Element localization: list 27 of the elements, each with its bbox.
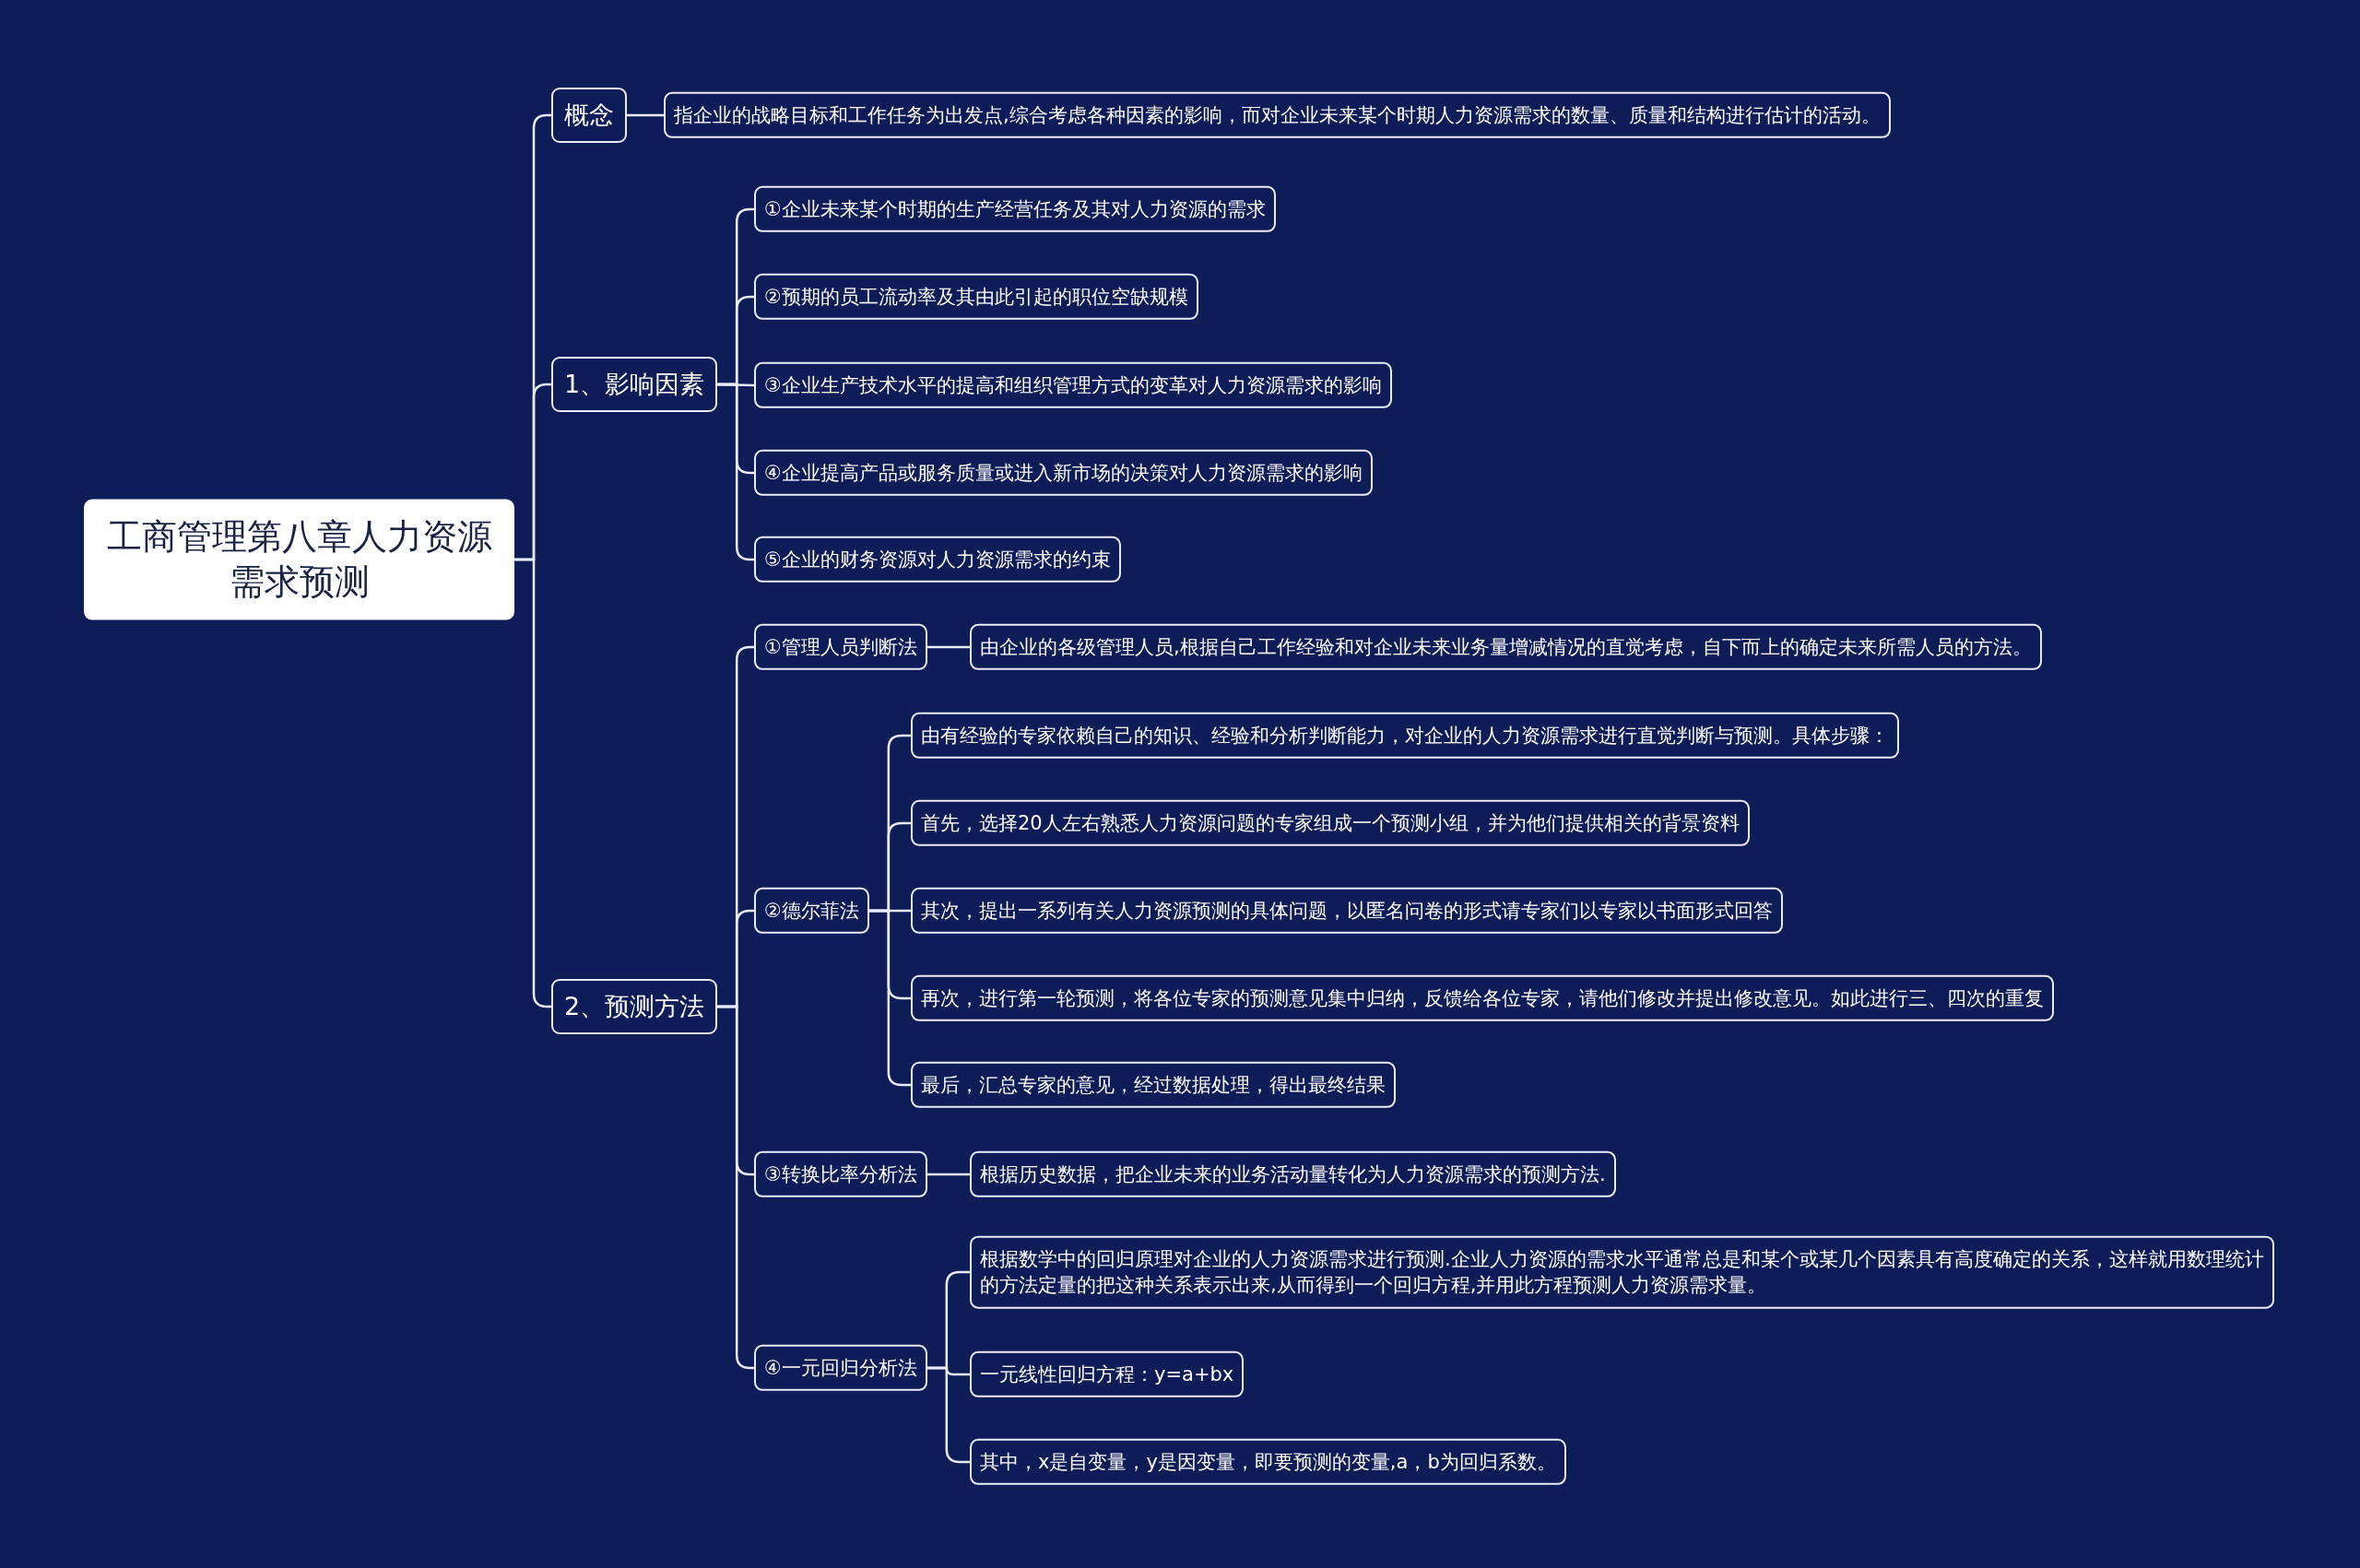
leaf-box: 由企业的各级管理人员,根据自己工作经验和对企业未来业务量增减情况的直觉考虑，自下而上的确定未来所需人员的方法。 — [970, 623, 2042, 671]
connector-line — [926, 1173, 970, 1176]
leaf-box: 根据数学中的回归原理对企业的人力资源需求进行预测.企业人力资源的需求水平通常总是和某个或某几个因素具有高度确定的关系，这样就用数理统计的方法定量的把这种关系表示出来,从而得到一个回归方程,并用此方程预测人力资源需求量。 — [970, 1235, 2274, 1309]
leaf-box: ③转换比率分析法 — [754, 1150, 927, 1198]
leaf-box: 首先，选择20人左右熟悉人力资源问题的专家组成一个预测小组，并为他们提供相关的背景资料 — [911, 799, 1750, 847]
central-topic-box: 工商管理第八章人力资源需求预测 — [84, 499, 514, 620]
leaf-box: ③企业生产技术水平的提高和组织管理方式的变革对人力资源需求的影响 — [754, 361, 1392, 409]
leaf-box: ④一元回归分析法 — [754, 1344, 927, 1392]
leaf-box: 再次，进行第一轮预测，将各位专家的预测意见集中归纳，反馈给各位专家，请他们修改并提出修改意见。如此进行三、四次的重复 — [911, 974, 2054, 1022]
connector-line — [926, 645, 970, 649]
branch-box: 2、预测方法 — [551, 979, 718, 1034]
leaf-box: ②预期的员工流动率及其由此引起的职位空缺规模 — [754, 273, 1198, 321]
connector-line — [627, 113, 664, 117]
leaf-box: ②德尔菲法 — [754, 887, 869, 935]
branch-box: 1、影响因素 — [551, 357, 718, 412]
leaf-box: 指企业的战略目标和工作任务为出发点,综合考虑各种因素的影响，而对企业未来某个时期人力资源需求的数量、质量和结构进行估计的活动。 — [664, 91, 1891, 139]
leaf-box: ①管理人员判断法 — [754, 623, 927, 671]
leaf-box: ①企业未来某个时期的生产经营任务及其对人力资源的需求 — [754, 185, 1276, 233]
leaf-box: 其次，提出一系列有关人力资源预测的具体问题，以匿名问卷的形式请专家们以专家以书面形式回答 — [911, 887, 1783, 935]
leaf-box: ④企业提高产品或服务质量或进入新市场的决策对人力资源需求的影响 — [754, 449, 1373, 497]
leaf-box: ⑤企业的财务资源对人力资源需求的约束 — [754, 536, 1121, 584]
leaf-box: 其中，x是自变量，y是因变量，即要预测的变量,a，b为回归系数。 — [970, 1438, 1566, 1486]
leaf-box: 由有经验的专家依赖自己的知识、经验和分析判断能力，对企业的人力资源需求进行直觉判断与预测。具体步骤： — [911, 712, 1899, 760]
leaf-box: 最后，汇总专家的意见，经过数据处理，得出最终结果 — [911, 1061, 1396, 1109]
leaf-box: 根据历史数据，把企业未来的业务活动量转化为人力资源需求的预测方法. — [970, 1150, 1616, 1198]
branch-box: 概念 — [551, 88, 627, 143]
leaf-box: 一元线性回归方程：y=a+bx — [970, 1350, 1245, 1398]
